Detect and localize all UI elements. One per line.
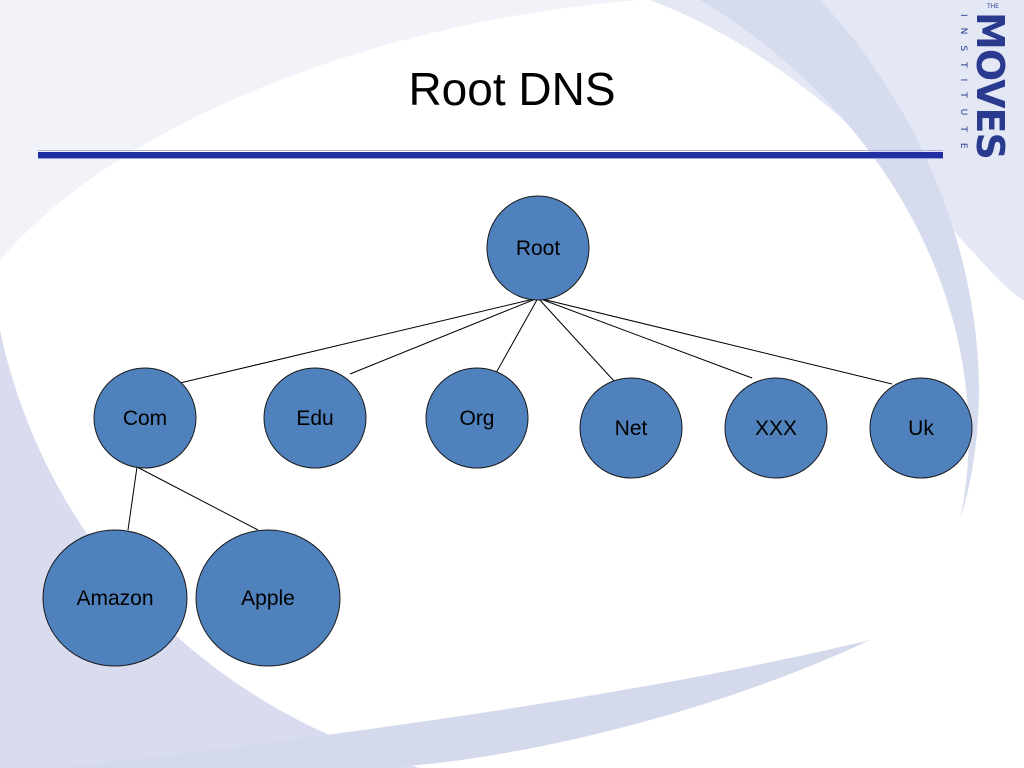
logo-the-text: THE: [987, 3, 999, 10]
node-net-circle: [579, 377, 683, 479]
node-org-circle: [425, 367, 529, 469]
node-xxx-label: XXX: [755, 417, 797, 440]
node-com-circle: [93, 367, 197, 469]
title-rule: [38, 152, 943, 159]
node-edu-circle: [263, 367, 367, 469]
node-apple-label: Apple: [241, 587, 295, 610]
node-amazon-circle: [42, 529, 188, 667]
node-xxx: XXX: [724, 377, 828, 479]
node-org: Org: [425, 367, 529, 469]
node-amazon-label: Amazon: [76, 587, 153, 610]
edge-root-org: [495, 297, 539, 374]
node-edu: Edu: [263, 367, 367, 469]
node-xxx-circle: [724, 377, 828, 479]
edge-com-apple: [136, 466, 259, 531]
slide-title: Root DNS: [408, 63, 616, 115]
node-root-label: Root: [516, 237, 561, 260]
node-edu-label: Edu: [296, 407, 333, 430]
node-net-label: Net: [615, 417, 648, 440]
edge-root-uk: [537, 297, 893, 385]
edge-root-net: [537, 297, 615, 382]
node-amazon: Amazon: [42, 529, 188, 667]
edge-root-edu: [349, 297, 539, 375]
edge-com-amazon: [127, 466, 138, 531]
node-uk-circle: [869, 377, 973, 479]
node-net: Net: [579, 377, 683, 479]
node-root: Root: [486, 195, 590, 301]
node-apple-circle: [195, 529, 341, 667]
node-org-label: Org: [459, 407, 494, 430]
node-uk-label: Uk: [908, 417, 934, 440]
node-root-circle: [486, 195, 590, 301]
edge-root-xxx: [537, 297, 753, 379]
title-rule-highlight: [38, 150, 943, 151]
node-com-label: Com: [123, 407, 167, 430]
node-uk: Uk: [869, 377, 973, 479]
node-com: Com: [93, 367, 197, 469]
edge-root-com: [179, 297, 539, 384]
node-apple: Apple: [195, 529, 341, 667]
